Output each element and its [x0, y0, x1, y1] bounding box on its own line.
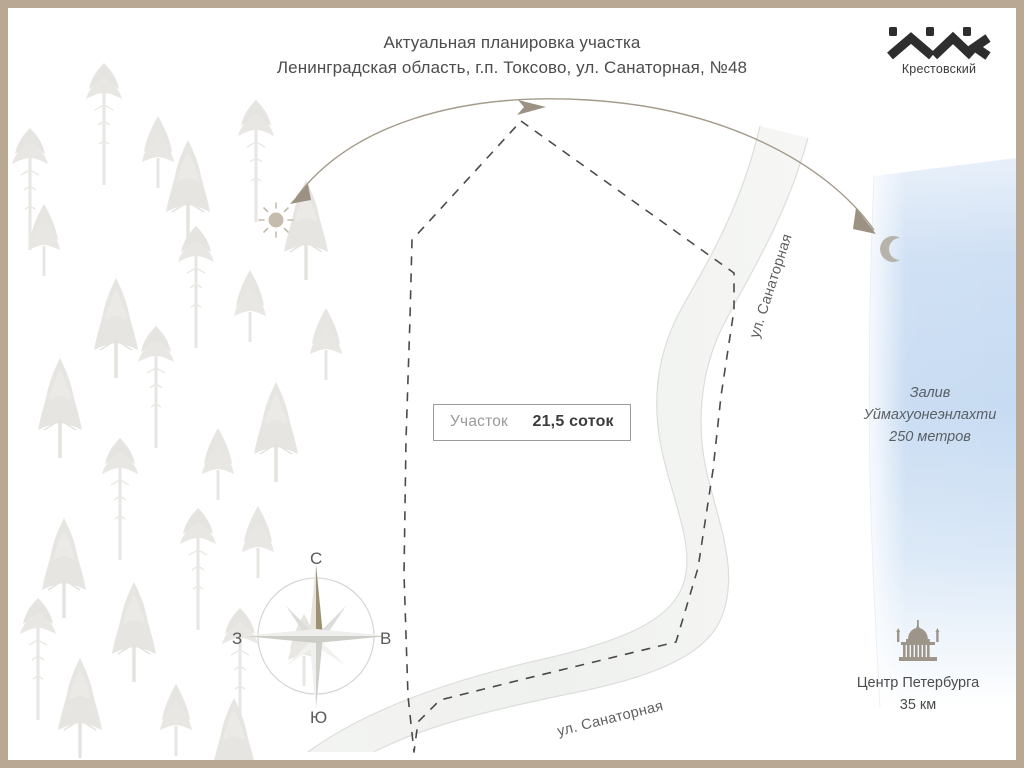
sun-icon: [258, 202, 294, 238]
compass-west-label: З: [232, 629, 243, 648]
title-primary: Актуальная планировка участка: [383, 33, 641, 52]
plot-area-value: 21,5 соток: [532, 413, 614, 430]
cathedral-icon: [896, 620, 940, 661]
bay-label: Залив Уймахуонеэнлахти 250 метров: [846, 382, 1014, 448]
poi-distance: 35 км: [899, 697, 937, 713]
compass-south-label: Ю: [310, 708, 328, 727]
compass-north-label: С: [310, 549, 323, 568]
bay-label-line-2: Уймахуонеэнлахти: [863, 407, 997, 423]
title-address: Ленинградская область, г.п. Токсово, ул.…: [276, 58, 748, 77]
page-title: Актуальная планировка участка Ленинградс…: [8, 30, 1016, 80]
bay-label-line-1: Залив: [909, 385, 951, 401]
bay-label-line-3: 250 метров: [889, 429, 971, 445]
compass-east-label: В: [380, 629, 392, 648]
poi-name: Центр Петербурга: [856, 675, 980, 691]
plot-area-key: Участок: [450, 413, 509, 430]
crescent-moon-icon: [880, 236, 900, 262]
poi-petersburg-center: Центр Петербурга 35 км: [828, 620, 1008, 716]
plot-area-label: Участок 21,5 соток: [433, 404, 631, 441]
compass-labels: С В Ю З: [226, 546, 406, 726]
zigzag-roofline-logo-icon: [887, 27, 991, 60]
sun-path-arc-icon: [290, 98, 876, 234]
brand-name: Крестовский: [901, 62, 977, 76]
street-label-upper: ул. Санаторная: [746, 231, 796, 341]
street-label-lower: ул. Санаторная: [555, 698, 665, 740]
brand-logo[interactable]: Крестовский: [876, 26, 1002, 76]
